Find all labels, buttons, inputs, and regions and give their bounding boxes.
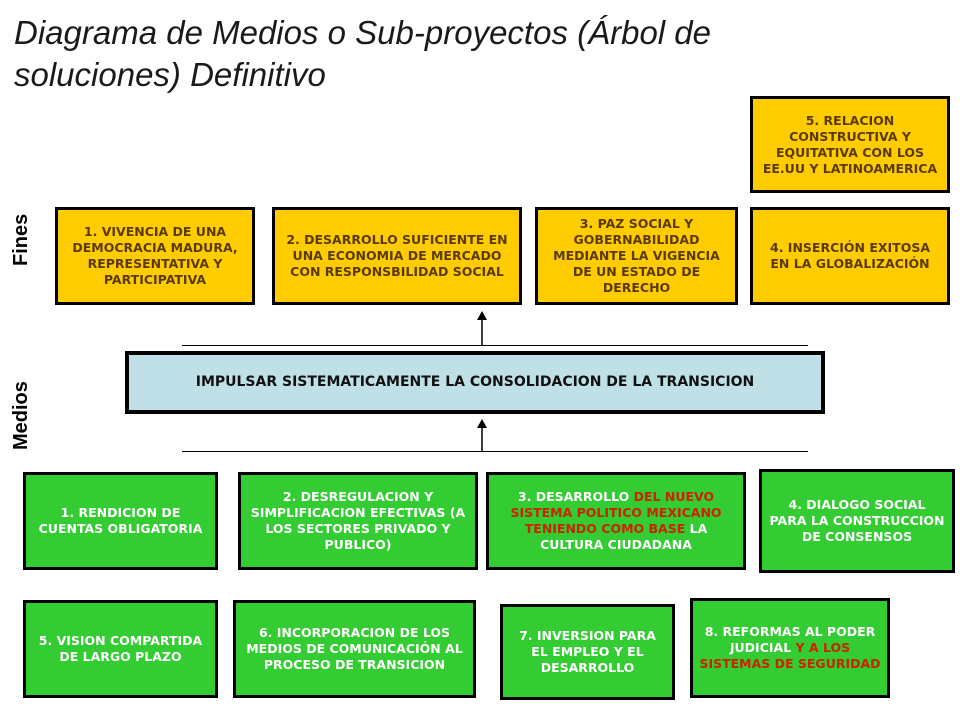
medio-6-text: 6. INCORPORACION DE LOS MEDIOS DE COMUNI… [246, 625, 463, 672]
divider-line-bottom [182, 451, 808, 452]
central-objective-box: IMPULSAR SISTEMATICAMENTE LA CONSOLIDACI… [125, 351, 825, 414]
arrow-up-icon [477, 311, 487, 346]
divider-line-top [182, 345, 808, 346]
medio-8-box: 8. REFORMAS AL PODER JUDICIAL Y A LOS SI… [690, 598, 890, 698]
medio-5-box: 5. VISION COMPARTIDA DE LARGO PLAZO [23, 600, 218, 698]
fines-label: Fines [10, 213, 32, 266]
medio-1-box: 1. RENDICION DE CUENTAS OBLIGATORIA [23, 472, 218, 570]
medio-1-text: 1. RENDICION DE CUENTAS OBLIGATORIA [38, 505, 203, 536]
fin-1-box: 1. VIVENCIA DE UNA DEMOCRACIA MADURA, RE… [55, 207, 255, 305]
medio-3-text-a: 3. DESARROLLO [517, 489, 630, 504]
fin-2-box: 2. DESARROLLO SUFICIENTE EN UNA ECONOMIA… [272, 207, 522, 305]
medio-5-text: 5. VISION COMPARTIDA DE LARGO PLAZO [38, 633, 203, 664]
medio-3-text-highlight: DEL NUEVO SISTEMA POLITICO MEXICANO TENI… [510, 489, 722, 536]
fin-4-box: 4. INSERCIÓN EXITOSA EN LA GLOBALIZACIÓN [750, 207, 950, 305]
fin-3-box: 3. PAZ SOCIAL Y GOBERNABILIDAD MEDIANTE … [535, 207, 738, 305]
medio-8-text: 8. REFORMAS AL PODER JUDICIAL Y A LOS SI… [699, 624, 881, 672]
medio-3-text-c: LA CULTURA CIUDADANA [540, 521, 708, 552]
central-objective-text: IMPULSAR SISTEMATICAMENTE LA CONSOLIDACI… [195, 374, 755, 390]
fin-1-text: 1. VIVENCIA DE UNA DEMOCRACIA MADURA, RE… [72, 224, 238, 287]
fin-5-text: 5. RELACION CONSTRUCTIVA Y EQUITATIVA CO… [762, 112, 938, 176]
medio-6-box: 6. INCORPORACION DE LOS MEDIOS DE COMUNI… [233, 600, 476, 698]
medio-4-text: 4. DIALOGO SOCIAL PARA LA CONSTRUCCION D… [769, 497, 945, 544]
medio-2-text: 2. DESREGULACION Y SIMPLIFICACION EFECTI… [250, 489, 466, 552]
medios-label: Medios [10, 381, 32, 450]
medio-7-box: 7. INVERSION PARA EL EMPLEO Y EL DESARRO… [500, 604, 675, 700]
medio-2-box: 2. DESREGULACION Y SIMPLIFICACION EFECTI… [238, 472, 478, 570]
medio-4-box: 4. DIALOGO SOCIAL PARA LA CONSTRUCCION D… [759, 469, 955, 573]
medio-8-text-highlight: Y A LOS SISTEMAS DE SEGURIDAD [699, 640, 881, 671]
medio-3-text: 3. DESARROLLO DEL NUEVO SISTEMA POLITICO… [495, 489, 737, 553]
fin-4-text: 4. INSERCIÓN EXITOSA EN LA GLOBALIZACIÓN [770, 240, 930, 271]
medio-8-text-a: 8. REFORMAS AL PODER JUDICIAL [704, 624, 876, 655]
medio-3-box: 3. DESARROLLO DEL NUEVO SISTEMA POLITICO… [486, 472, 746, 570]
page-title: Diagrama de Medios o Sub-proyectos (Árbo… [14, 14, 712, 93]
fin-3-text: 3. PAZ SOCIAL Y GOBERNABILIDAD MEDIANTE … [553, 216, 720, 295]
fin-5-box: 5. RELACION CONSTRUCTIVA Y EQUITATIVA CO… [750, 96, 950, 193]
arrow-up-icon [477, 419, 487, 452]
medio-7-text: 7. INVERSION PARA EL EMPLEO Y EL DESARRO… [519, 628, 656, 675]
fin-2-text: 2. DESARROLLO SUFICIENTE EN UNA ECONOMIA… [286, 232, 508, 279]
